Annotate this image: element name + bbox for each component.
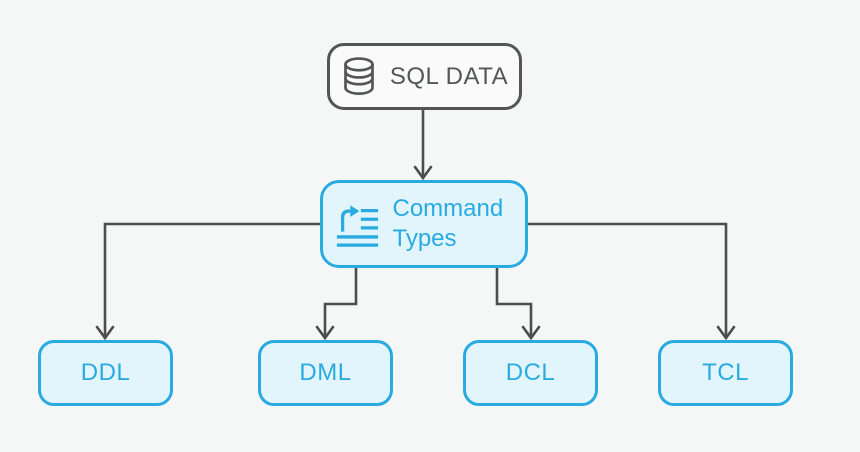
node-command-types-label: Command Types xyxy=(392,195,504,252)
arrowhead-dcl xyxy=(521,325,541,341)
edge-commandtypes-ddl xyxy=(103,222,320,337)
node-ddl-label: DDL xyxy=(80,359,131,386)
node-dcl: DCL xyxy=(463,340,598,406)
arrowhead-tcl xyxy=(716,325,736,341)
node-tcl-label: TCL xyxy=(702,359,749,386)
node-dml: DML xyxy=(258,340,393,406)
edge-commandtypes-tcl xyxy=(528,222,728,337)
edge-commandtypes-dcl xyxy=(495,268,533,337)
node-ddl: DDL xyxy=(38,340,173,406)
node-dcl-label: DCL xyxy=(505,359,556,386)
node-dml-label: DML xyxy=(299,359,352,386)
database-icon xyxy=(344,56,374,95)
command-list-icon xyxy=(336,205,378,247)
edge-commandtypes-dml xyxy=(323,268,358,337)
node-sql-data-label: SQL DATA xyxy=(389,62,509,90)
node-sql-data: SQL DATA xyxy=(327,43,522,110)
node-tcl: TCL xyxy=(658,340,793,406)
arrowhead-commandtypes xyxy=(413,165,433,181)
arrowhead-dml xyxy=(315,325,335,341)
node-command-types: Command Types xyxy=(320,180,528,268)
arrowhead-ddl xyxy=(95,325,115,341)
